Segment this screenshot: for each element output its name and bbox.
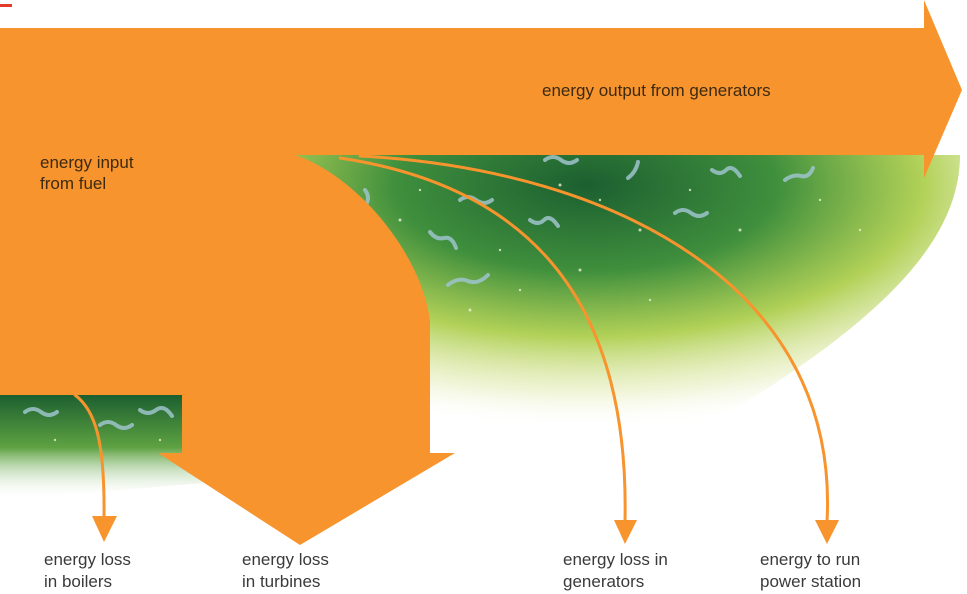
generators-label-line1: energy loss in — [563, 550, 668, 569]
boilers-label-line2: in boilers — [44, 572, 113, 591]
heat-wave-icon — [626, 160, 640, 180]
heat-wave-icon — [673, 208, 709, 218]
energy-input-arrow — [0, 0, 962, 545]
generator-arrowhead-icon — [614, 520, 637, 544]
station-loss-line — [358, 154, 830, 524]
turbines-label-line2: in turbines — [242, 572, 321, 591]
station-label-line1: energy to run — [760, 550, 861, 569]
generator-loss-line — [338, 156, 627, 524]
heat-speckles — [53, 183, 862, 442]
heat-wave-icon — [23, 407, 59, 417]
boilers-label-line1: energy loss — [44, 550, 131, 569]
heat-wave-icon — [783, 166, 815, 182]
generators-label-line2: generators — [563, 572, 645, 591]
station-arrowhead-icon — [815, 520, 839, 544]
corner-mark — [0, 4, 12, 7]
loss-arrows — [73, 154, 830, 524]
heat-wave-icon — [428, 230, 458, 250]
heat-wave-icon — [528, 216, 560, 228]
input-label-line2: from fuel — [40, 174, 107, 193]
heat-wave-icon — [710, 166, 742, 178]
heat-wave-icon — [98, 420, 134, 430]
output-label: energy output from generators — [542, 81, 771, 100]
heat-wave-icon — [543, 155, 579, 165]
boiler-arrowhead-icon — [92, 516, 117, 542]
heat-wave-icon — [446, 273, 490, 287]
loss-arrowheads — [92, 516, 839, 544]
heat-wave-icon — [138, 406, 174, 418]
heat-loss-glow — [280, 155, 960, 460]
boiler-heat-glow — [0, 395, 240, 500]
input-label-line1: energy input — [40, 153, 134, 172]
boiler-loss-line — [73, 393, 106, 520]
station-label-line2: power station — [760, 572, 862, 591]
turbines-label-line1: energy loss — [242, 550, 329, 569]
